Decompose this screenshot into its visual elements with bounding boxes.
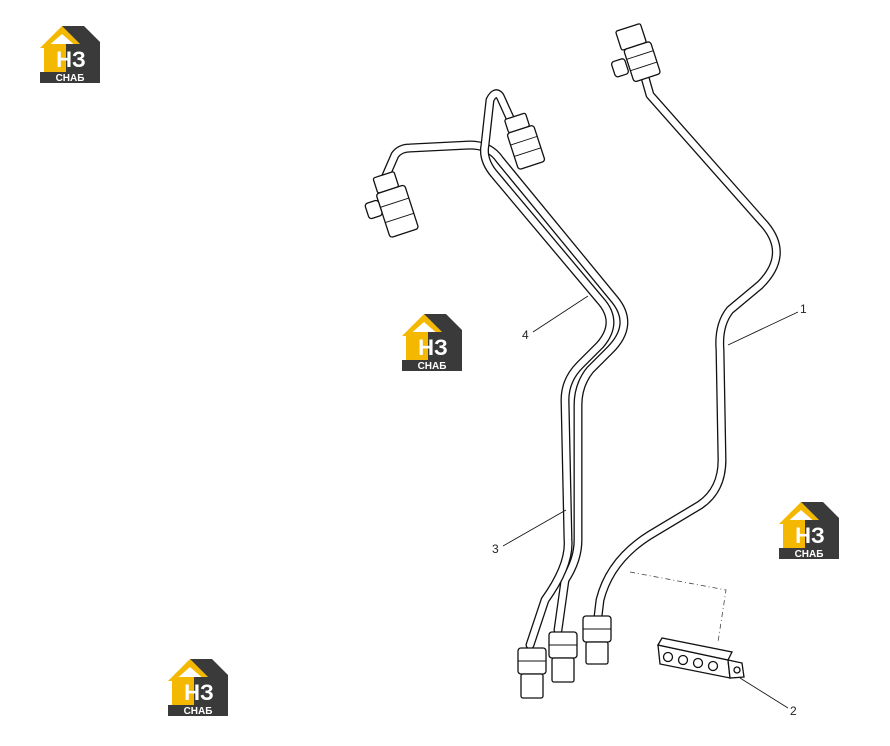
leader-3 <box>502 509 567 547</box>
injector-2 <box>504 112 546 170</box>
fitting-middle <box>548 631 578 683</box>
injector-1 <box>610 23 661 83</box>
leader-1 <box>727 311 799 346</box>
callout-4: 4 <box>522 328 529 342</box>
logo-monogram: НЗ <box>56 47 86 72</box>
logo-wordmark: СНАБ <box>795 549 824 560</box>
logo-wordmark: СНАБ <box>56 73 85 84</box>
logo-roof-dark <box>62 26 100 48</box>
fitting-right <box>582 615 612 665</box>
leader-2 <box>739 677 789 709</box>
fitting-left <box>517 647 547 699</box>
logo-watermark: НЗ СНАБ <box>777 500 841 560</box>
leader-4 <box>532 295 589 333</box>
pipe-3 <box>480 89 615 650</box>
logo-watermark: НЗ СНАБ <box>166 657 230 717</box>
clamp-block <box>656 637 745 679</box>
logo-wordmark: СНАБ <box>418 361 447 372</box>
logo-roof <box>40 26 84 48</box>
callout-1: 1 <box>800 302 807 316</box>
logo-watermark: НЗ СНАБ <box>38 24 102 84</box>
logo-watermark: НЗ СНАБ <box>400 312 464 372</box>
pipe-1 <box>592 55 781 630</box>
logo-wordmark: СНАБ <box>184 706 213 717</box>
logo-monogram: НЗ <box>418 335 448 360</box>
assembly-line <box>629 571 727 643</box>
injector-3 <box>364 171 419 238</box>
callout-2: 2 <box>790 704 797 718</box>
callout-3: 3 <box>492 542 499 556</box>
pipe-4 <box>380 140 629 635</box>
logo-monogram: НЗ <box>184 680 214 705</box>
logo-monogram: НЗ <box>795 523 825 548</box>
